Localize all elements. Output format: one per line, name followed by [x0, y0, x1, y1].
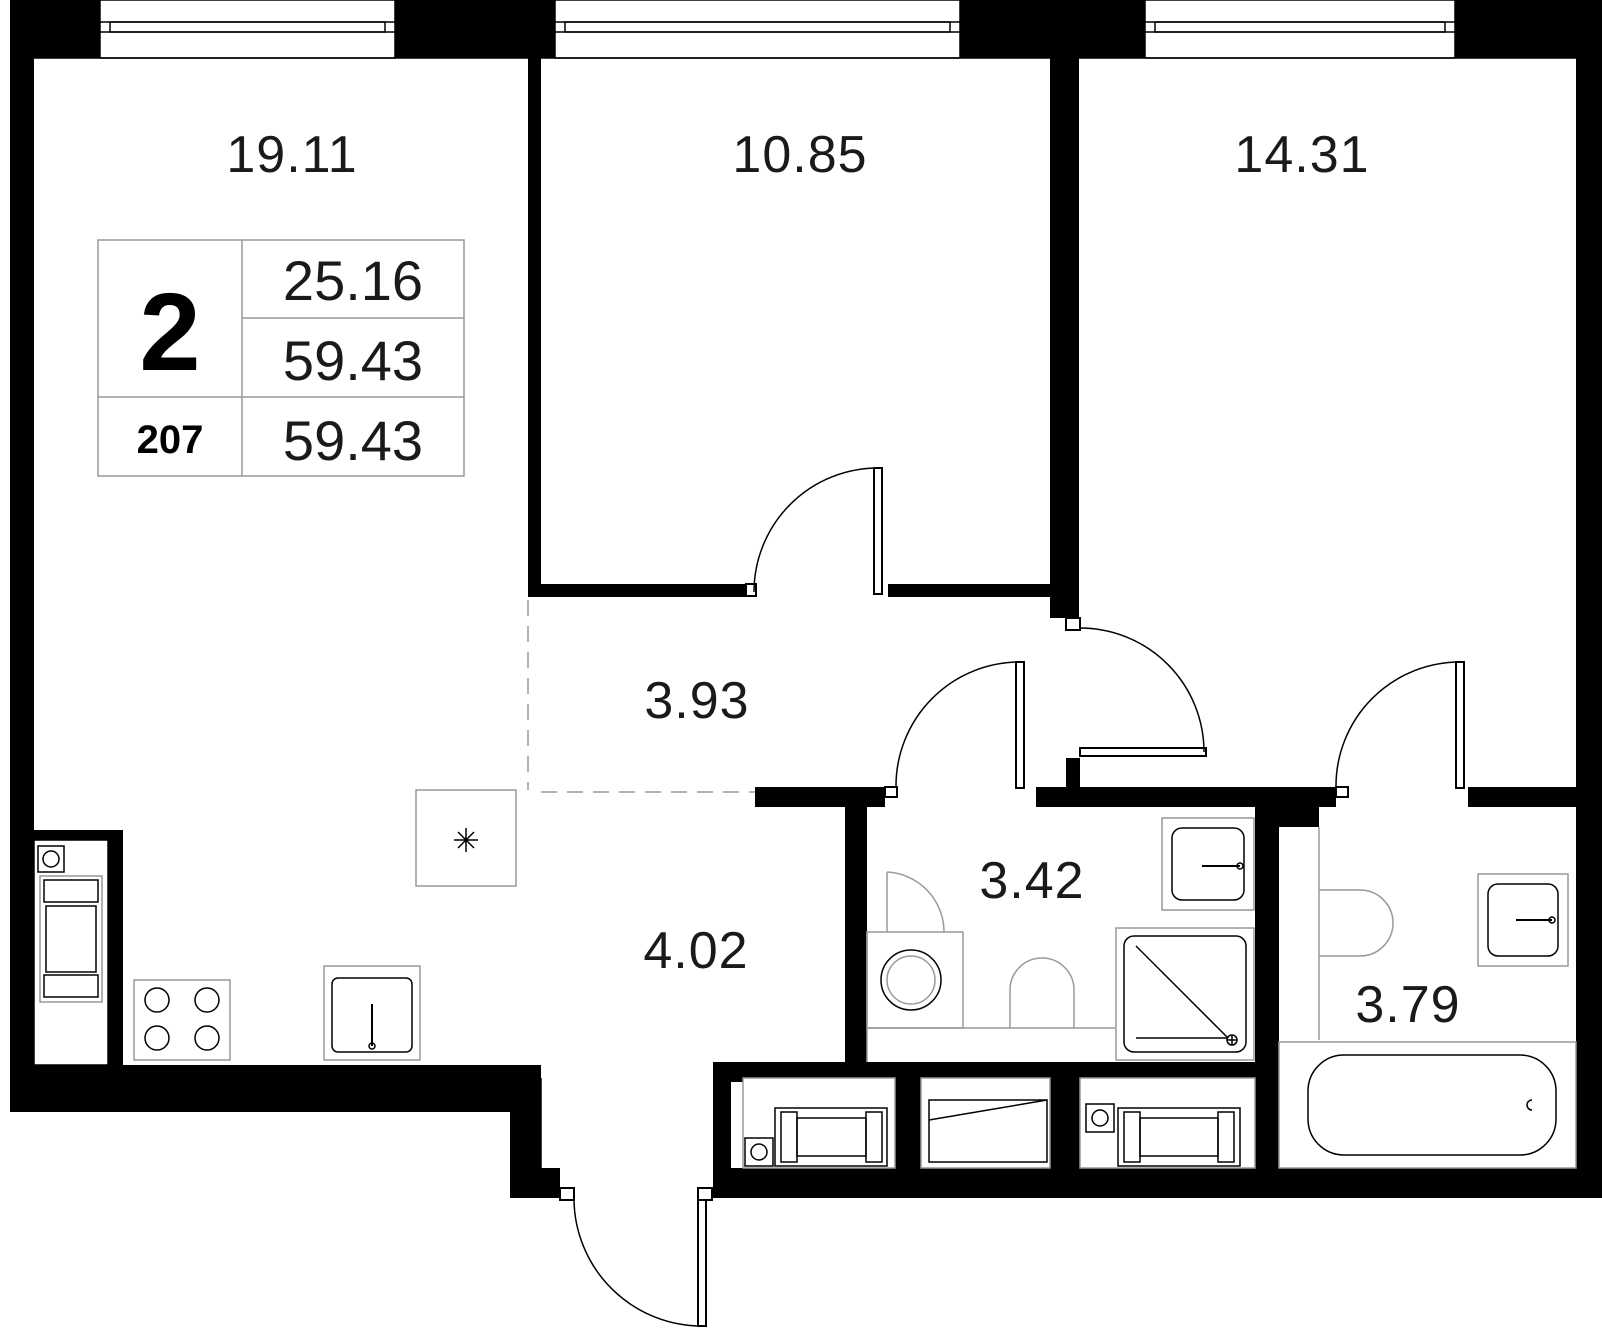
- bathroom-2-fixtures: [1278, 827, 1577, 1169]
- door-bedroom-1: [745, 467, 883, 597]
- bathroom-1-fixtures: [866, 817, 1255, 1062]
- door-entrance: [559, 1187, 713, 1327]
- toilet-icon: [1009, 957, 1075, 1028]
- area-bathroom-1: 3.42: [979, 852, 1084, 910]
- area-bedroom-2: 14.31: [1234, 126, 1369, 184]
- fridge-icon: [33, 839, 109, 1066]
- room-labels: 19.11 10.85 14.31 3.93 4.02 3.42 3.79: [226, 126, 1460, 1034]
- apartment-info-box: 2 207 25.16 59.43 59.43: [97, 239, 465, 477]
- stove-icon: [133, 979, 231, 1061]
- window-bedroom-2: [1144, 0, 1456, 59]
- shower-icon: [1115, 927, 1255, 1061]
- total-area: 59.43: [283, 329, 423, 392]
- area-bathroom-2: 3.79: [1355, 976, 1460, 1034]
- kitchen-sink-icon: [323, 965, 421, 1061]
- apartment-number: 207: [137, 418, 204, 462]
- zone-dividers: [527, 600, 755, 793]
- walls: [10, 0, 1602, 1198]
- washing-machine-icon: [866, 931, 964, 1029]
- area-corridor: 3.93: [644, 672, 749, 730]
- area-kitchen-living: 19.11: [226, 126, 357, 184]
- door-bathroom-2: [1335, 661, 1465, 798]
- door-bedroom-2: [1065, 617, 1207, 757]
- window-bedroom-1: [554, 0, 961, 59]
- window-kitchen: [99, 0, 396, 59]
- bathroom-sink-icon: [1161, 817, 1255, 911]
- doors: [559, 467, 1465, 1327]
- living-area: 25.16: [283, 249, 423, 312]
- washer-closet-2-icon: [1079, 1077, 1256, 1169]
- rooms-count: 2: [139, 271, 200, 394]
- closets: [742, 1077, 1256, 1169]
- room-outlines: [34, 57, 1576, 1168]
- toilet-2-icon: [1319, 889, 1394, 957]
- storage-closet-icon: [920, 1077, 1051, 1169]
- washer-closet-1-icon: [742, 1077, 896, 1169]
- bathtub-icon: [1278, 1041, 1577, 1169]
- total-area-with-balcony: 59.43: [283, 409, 423, 472]
- kitchen-fixtures: [33, 789, 517, 1066]
- area-bedroom-1: 10.85: [732, 126, 867, 184]
- vent-shaft-icon: [415, 789, 517, 887]
- door-bathroom-1: [884, 661, 1025, 798]
- bathroom-2-sink-icon: [1477, 873, 1569, 967]
- windows: [99, 0, 1456, 59]
- area-hallway: 4.02: [643, 922, 748, 980]
